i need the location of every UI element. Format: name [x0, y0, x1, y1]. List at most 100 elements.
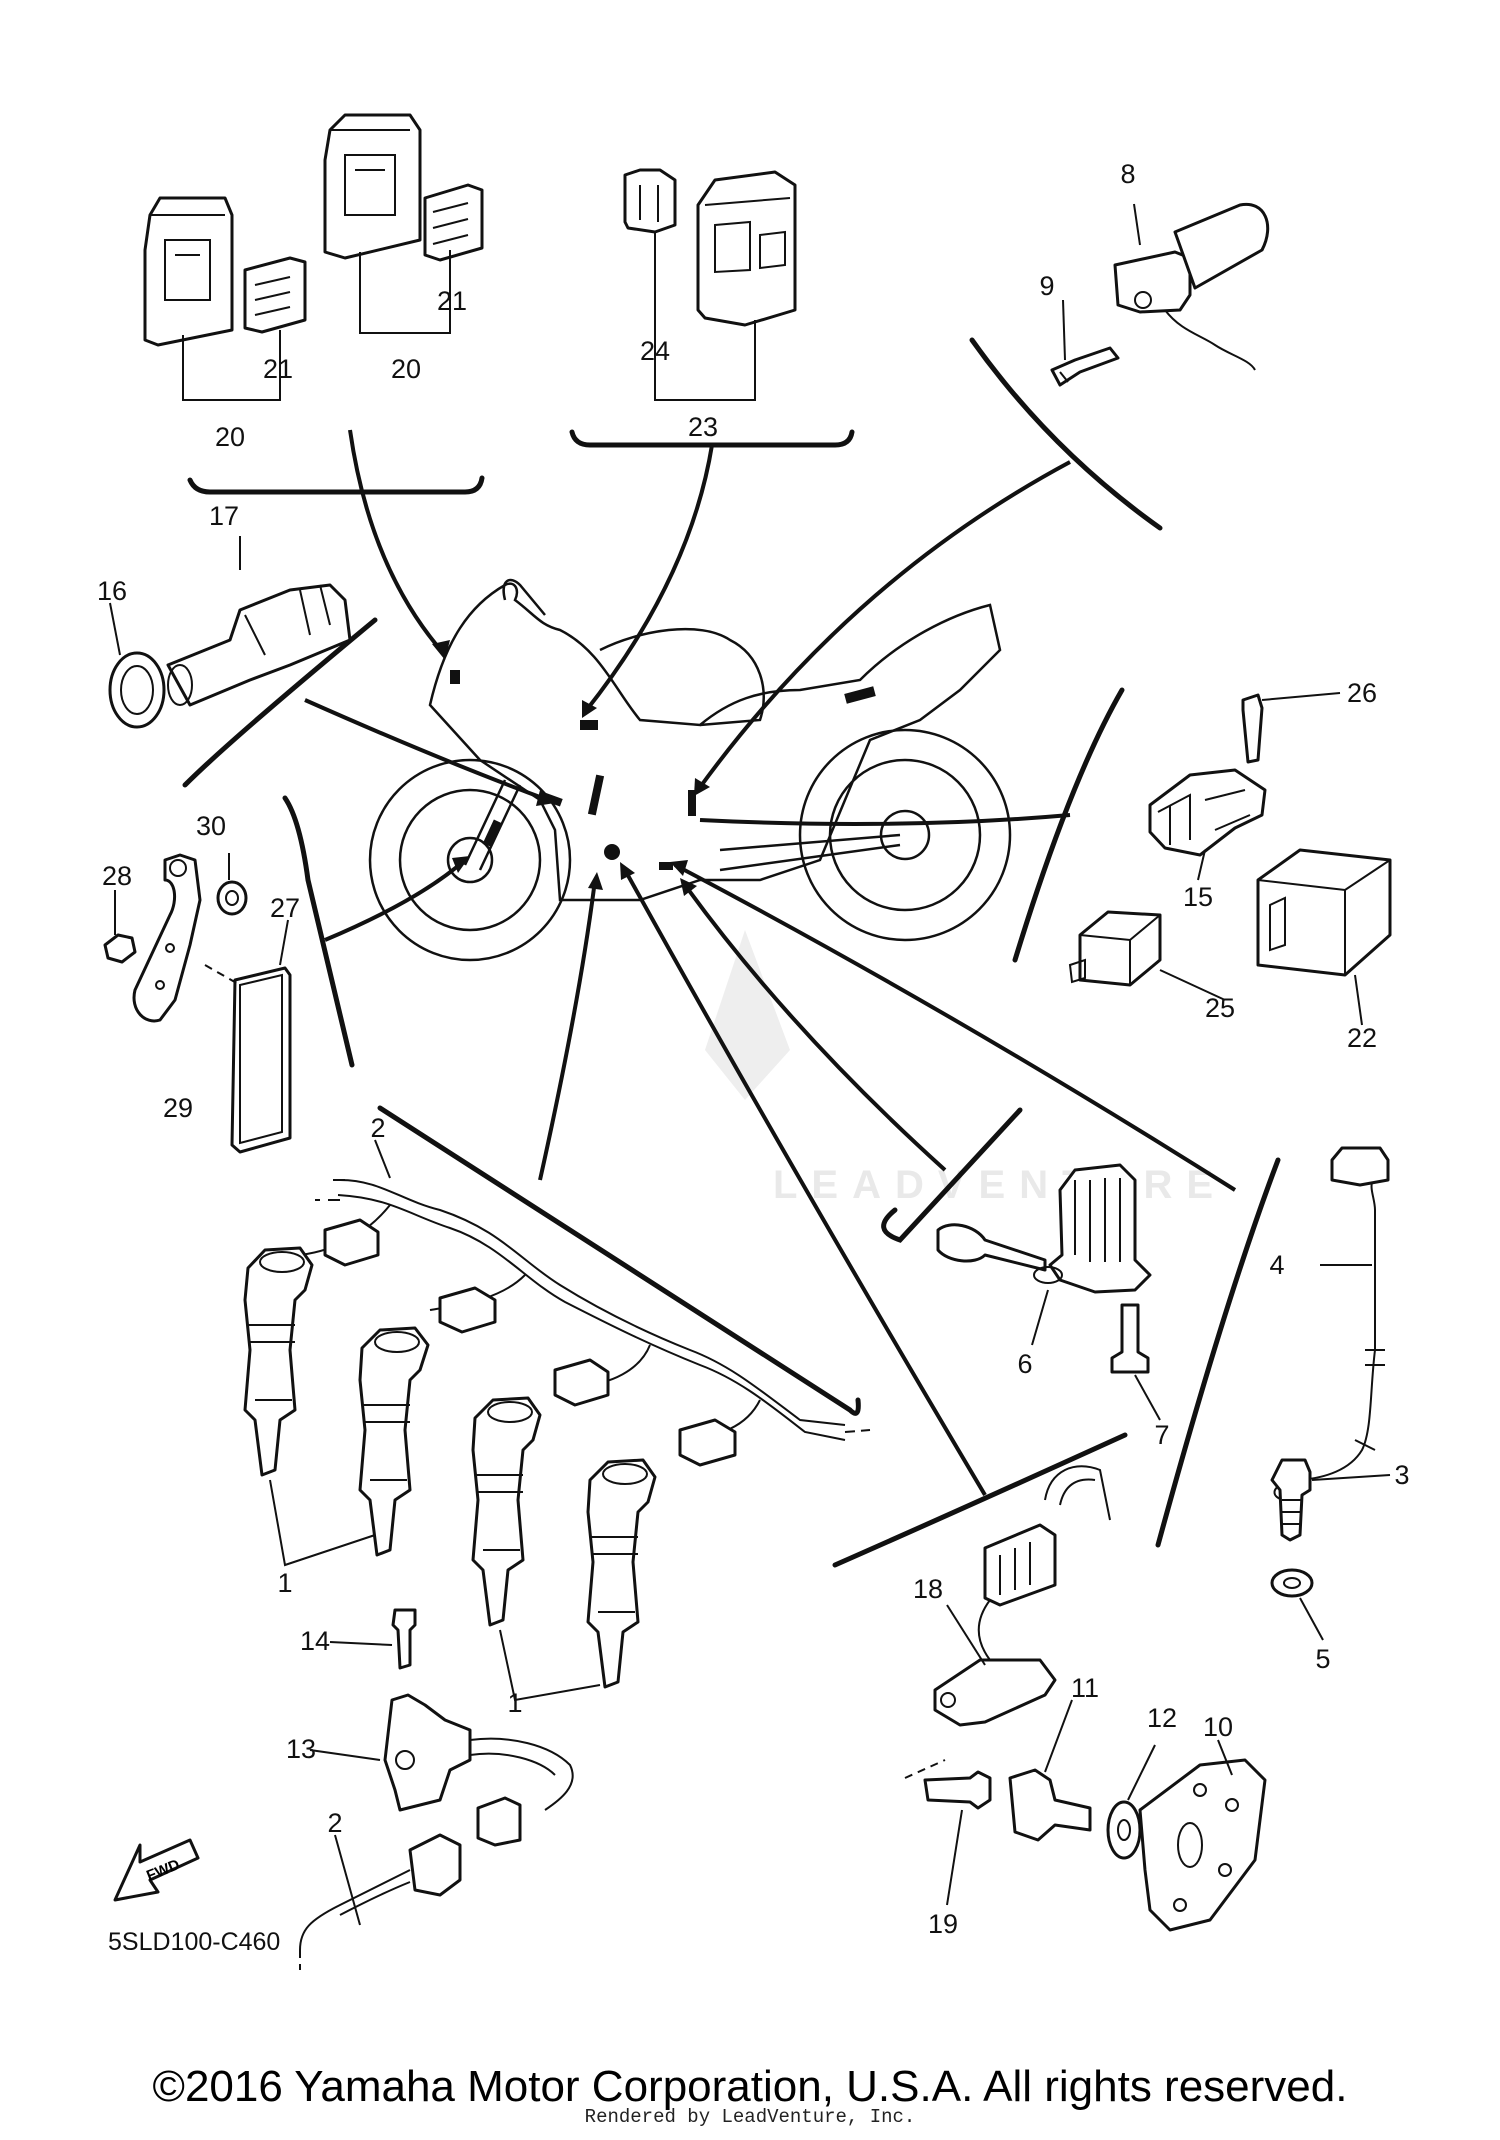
lead-right-top [699, 813, 1071, 826]
callout-29: 29 [163, 1093, 193, 1123]
wire-4 [1299, 1181, 1376, 1481]
bracket-center-right [881, 1107, 1023, 1243]
lead-mid-left [304, 698, 549, 802]
connector-a [323, 1218, 380, 1267]
bracket-left [282, 795, 355, 1068]
front-fork [463, 779, 522, 871]
marker-coil [587, 774, 605, 816]
bracket-top-left [187, 475, 485, 495]
fairing-outline [428, 582, 1002, 902]
rear-wheel-hub [879, 809, 931, 861]
diagram-code: 5SLD100-C460 [108, 1928, 280, 1956]
bracket-harness [377, 1105, 861, 1416]
callout-20b: 20 [391, 354, 421, 384]
callout-5: 5 [1315, 1644, 1330, 1674]
lead-mid-left-arrow [536, 790, 555, 806]
fwd-arrow-shape [113, 1838, 200, 1902]
lead-right [674, 863, 1237, 1192]
relay-group-center [623, 168, 797, 401]
bolt-26 [1241, 693, 1264, 764]
callout-23: 23 [688, 412, 718, 442]
connector-24 [623, 168, 677, 234]
cam-sensor-13 [383, 1693, 472, 1812]
copyright-notice: ©2016 Yamaha Motor Corporation, U.S.A. A… [152, 2062, 1348, 2111]
relay-20-left [143, 196, 234, 347]
callout-13: 13 [286, 1734, 316, 1764]
tank-outline [599, 627, 765, 727]
connector-d [678, 1418, 737, 1467]
lead-bottom-right-arrow [620, 862, 635, 880]
nut-28 [103, 933, 137, 964]
bolt-11 [1008, 1768, 1092, 1842]
callout-17: 17 [209, 501, 239, 531]
marker-oil-sensor [659, 862, 673, 870]
sensor-8 [1113, 250, 1192, 314]
harness-2 [339, 1179, 846, 1426]
lead-left [324, 858, 467, 942]
sensor-6 [1048, 1163, 1152, 1294]
lead-right-arrow [670, 860, 688, 876]
motorcycle-illustration [368, 578, 1012, 962]
ecu-22 [1256, 848, 1392, 977]
rendered-by-notice: Rendered by LeadVenture, Inc. [584, 2106, 916, 2128]
bolt-14 [391, 1608, 417, 1670]
harness-group [243, 1179, 871, 1702]
bolt-9 [1050, 346, 1120, 387]
callout-labels: 1 1 2 2 3 4 5 6 7 8 9 10 11 12 13 14 15 … [97, 159, 1410, 1939]
bracket-mid-left [182, 617, 378, 788]
lead-harness-arrow [588, 872, 603, 890]
bracket-group [103, 853, 292, 1154]
callout-18: 18 [913, 1574, 943, 1604]
callout-2b: 2 [327, 1808, 342, 1838]
relay-group-right [323, 113, 484, 334]
washer-16 [108, 651, 166, 729]
marker-relay-center [580, 720, 598, 730]
bolt-7 [1110, 1303, 1150, 1374]
front-wheel [368, 758, 572, 962]
callout-22: 22 [1347, 1023, 1377, 1053]
callout-7: 7 [1154, 1420, 1169, 1450]
speed-sensor-group [1050, 202, 1270, 387]
callout-16: 16 [97, 576, 127, 606]
crank-sensor-group [904, 1465, 1267, 1932]
connector-4 [1330, 1146, 1390, 1187]
callout-8: 8 [1120, 159, 1135, 189]
bracket-top-center [569, 429, 855, 448]
ignition-coil-1 [243, 1246, 314, 1477]
ignition-coil-2 [358, 1326, 430, 1557]
relay-25 [1078, 910, 1162, 987]
callout-28: 28 [102, 861, 132, 891]
sensor-18 [933, 1658, 1057, 1727]
o2-sensor-group [1270, 1146, 1390, 1598]
callout-25: 25 [1205, 993, 1235, 1023]
temp-sensor-group [108, 583, 352, 729]
ecu-27 [230, 966, 292, 1154]
callout-21b: 21 [437, 286, 467, 316]
lead-top-center [583, 444, 714, 714]
lead-top-center-arrow [582, 700, 597, 718]
leader-lines [182, 337, 1281, 1568]
callout-21a: 21 [263, 354, 293, 384]
relay-20-right [323, 113, 422, 260]
ignition-coil-4 [586, 1458, 657, 1689]
cam-sensor-group [299, 1608, 574, 1970]
windscreen [502, 578, 546, 616]
callout-9: 9 [1039, 271, 1054, 301]
callout-4: 4 [1269, 1250, 1284, 1280]
ignition-coil-3 [471, 1396, 542, 1627]
washer-12 [1106, 1800, 1142, 1860]
callout-1a: 1 [277, 1568, 292, 1598]
washer-30 [216, 880, 248, 916]
fwd-arrow: FWD [113, 1838, 200, 1902]
rear-wheel [798, 728, 1012, 942]
watermark-text: LEADVENTURE [773, 1163, 1227, 1207]
sensor-6-wire [936, 1223, 1047, 1272]
relay-group-left [143, 196, 307, 401]
swingarm [719, 833, 901, 872]
callout-30: 30 [196, 811, 226, 841]
callout-26: 26 [1347, 678, 1377, 708]
gear-sensor-group [936, 1163, 1152, 1374]
sensor-18-wire [1044, 1465, 1111, 1521]
callout-2a: 2 [370, 1113, 385, 1143]
sensor-8-body [1173, 202, 1270, 290]
